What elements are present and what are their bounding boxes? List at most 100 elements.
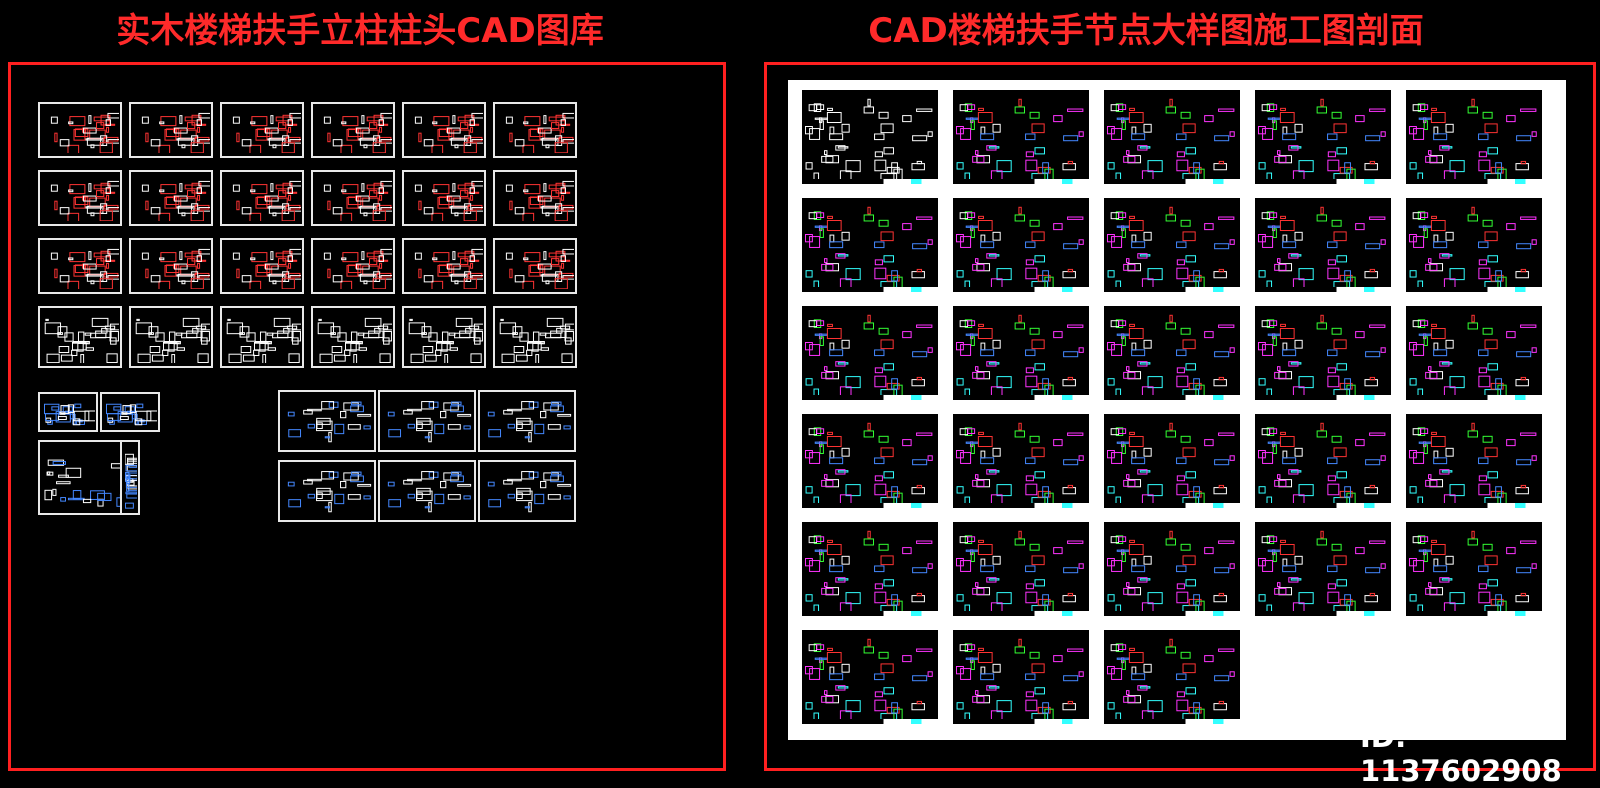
cad-sheet-thumbnail: [1402, 302, 1546, 404]
cad-sheet-thumbnail: [1251, 302, 1395, 404]
cad-sheet-thumbnail: [949, 410, 1093, 512]
cad-drawing-art: [956, 530, 1084, 616]
cad-drawing-art: [956, 206, 1084, 292]
cad-drawing-art: [1409, 314, 1537, 400]
cad-sheet-thumbnail: [478, 460, 576, 522]
cad-sheet-thumbnail: [100, 392, 160, 432]
cad-sheet-thumbnail: [1100, 518, 1244, 620]
cad-sheet-thumbnail: [220, 102, 304, 158]
cad-sheet-thumbnail: [1402, 86, 1546, 188]
cad-drawing-art: [956, 422, 1084, 508]
cad-sheet-thumbnail: [1402, 518, 1546, 620]
cad-sheet-thumbnail: [38, 306, 122, 368]
cad-sheet-thumbnail: [1251, 410, 1395, 512]
cad-sheet-thumbnail: [949, 518, 1093, 620]
cad-drawing-art: [105, 403, 157, 426]
cad-sheet-thumbnail: [1402, 410, 1546, 512]
cad-drawing-art: [505, 248, 574, 289]
cad-sheet-thumbnail: [311, 238, 395, 294]
cad-sheet-thumbnail: [402, 102, 486, 158]
cad-drawing-art: [50, 112, 119, 153]
cad-sheet-thumbnail: [278, 390, 376, 452]
cad-sheet-thumbnail: [949, 86, 1093, 188]
cad-sheet-thumbnail: [402, 238, 486, 294]
cad-drawing-art: [1107, 314, 1235, 400]
cad-drawing-art: [387, 401, 472, 443]
cad-drawing-art: [323, 180, 392, 221]
cad-sheet-thumbnail: [220, 238, 304, 294]
cad-sheet-thumbnail: [798, 302, 942, 404]
cad-drawing-art: [1107, 422, 1235, 508]
cad-drawing-art: [487, 401, 572, 443]
cad-drawing-art: [50, 248, 119, 289]
cad-sheet-thumbnail: [1251, 518, 1395, 620]
cad-sheet-thumbnail: [798, 194, 942, 296]
cad-drawing-art: [317, 317, 392, 363]
cad-drawing-art: [805, 530, 933, 616]
cad-drawing-art: [505, 180, 574, 221]
cad-drawing-art: [387, 471, 472, 513]
cad-sheet-thumbnail: [493, 238, 577, 294]
cad-sheet-thumbnail: [1100, 410, 1244, 512]
cad-sheet-thumbnail: [1100, 626, 1244, 728]
cad-sheet-thumbnail: [120, 440, 140, 515]
cad-drawing-art: [141, 180, 210, 221]
cad-sheet-thumbnail: [38, 170, 122, 226]
cad-sheet-thumbnail: [311, 306, 395, 368]
cad-sheet-thumbnail: [949, 626, 1093, 728]
cad-sheet-thumbnail: [129, 306, 213, 368]
cad-drawing-art: [1409, 530, 1537, 616]
cad-sheet-thumbnail: [493, 306, 577, 368]
cad-drawing-art: [50, 180, 119, 221]
cad-sheet-thumbnail: [1100, 302, 1244, 404]
cad-drawing-art: [232, 180, 301, 221]
cad-sheet-thumbnail: [493, 102, 577, 158]
cad-sheet-thumbnail: [129, 238, 213, 294]
cad-drawing-art: [1107, 98, 1235, 184]
cad-sheet-thumbnail: [38, 238, 122, 294]
cad-drawing-art: [805, 422, 933, 508]
cad-drawing-art: [287, 471, 372, 513]
cad-sheet-thumbnail: [949, 302, 1093, 404]
cad-sheet-thumbnail: [278, 460, 376, 522]
left-panel-title: 实木楼梯扶手立柱柱头CAD图库: [116, 11, 604, 51]
cad-sheet-thumbnail: [798, 86, 942, 188]
cad-sheet-thumbnail: [1402, 194, 1546, 296]
cad-drawing-art: [805, 314, 933, 400]
cad-sheet-thumbnail: [311, 170, 395, 226]
cad-drawing-art: [956, 638, 1084, 724]
cad-sheet-thumbnail: [798, 626, 942, 728]
cad-drawing-art: [1409, 98, 1537, 184]
cad-drawing-art: [1107, 206, 1235, 292]
cad-sheet-thumbnail: [38, 102, 122, 158]
cad-drawing-art: [956, 314, 1084, 400]
cad-sheet-thumbnail: [478, 390, 576, 452]
cad-drawing-art: [805, 206, 933, 292]
cad-drawing-art: [1409, 422, 1537, 508]
cad-sheet-thumbnail: [1251, 194, 1395, 296]
right-panel-frame: [764, 62, 1596, 771]
cad-sheet-thumbnail: [1100, 194, 1244, 296]
cad-drawing-art: [43, 403, 95, 426]
cad-sheet-thumbnail: [378, 390, 476, 452]
cad-drawing-art: [135, 317, 210, 363]
cad-drawing-art: [805, 638, 933, 724]
cad-sheet-thumbnail: [129, 170, 213, 226]
cad-drawing-art: [125, 453, 137, 509]
cad-drawing-art: [1409, 206, 1537, 292]
cad-sheet-thumbnail: [493, 170, 577, 226]
cad-drawing-art: [141, 112, 210, 153]
cad-drawing-art: [1258, 314, 1386, 400]
cad-drawing-art: [226, 317, 301, 363]
cad-drawing-art: [1107, 530, 1235, 616]
cad-drawing-art: [414, 180, 483, 221]
cad-drawing-art: [1258, 422, 1386, 508]
left-panel-frame: [8, 62, 726, 771]
cad-sheet-thumbnail: [220, 170, 304, 226]
cad-drawing-art: [44, 317, 119, 363]
cad-drawing-art: [1258, 98, 1386, 184]
cad-drawing-art: [1258, 530, 1386, 616]
cad-drawing-art: [408, 317, 483, 363]
watermark-logo: 知末: [1405, 653, 1526, 713]
